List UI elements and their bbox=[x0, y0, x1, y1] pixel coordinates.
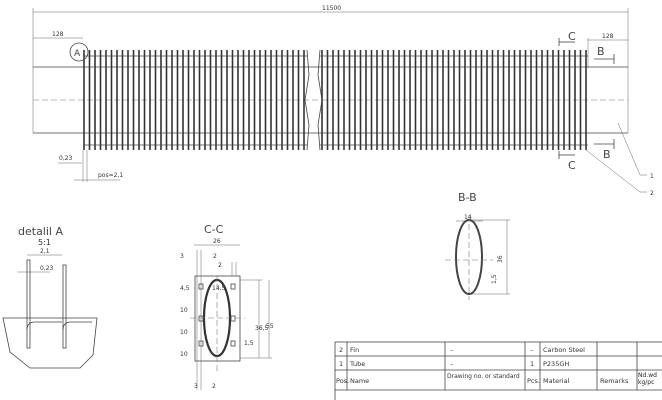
svg-text:10: 10 bbox=[180, 329, 188, 336]
svg-text:5:1: 5:1 bbox=[38, 238, 51, 247]
svg-text:Carbon Steel: Carbon Steel bbox=[543, 346, 585, 354]
svg-text:Drawing no. or standard: Drawing no. or standard bbox=[447, 373, 520, 380]
section-cc: C-C 26 3 2 2 4,5 10 10 10 1,5 36,5 55 3 … bbox=[180, 223, 274, 390]
svg-text:Material: Material bbox=[543, 377, 570, 385]
weight-header-cell: Nd.wd kg/pc bbox=[638, 372, 657, 386]
svg-text:A: A bbox=[74, 49, 81, 59]
svg-text:Fin: Fin bbox=[350, 346, 359, 354]
weight-header: Nd.wd kg/pc bbox=[638, 372, 657, 386]
svg-text:0,23: 0,23 bbox=[40, 265, 54, 272]
svg-text:3: 3 bbox=[194, 383, 198, 390]
section-b-top: B bbox=[597, 45, 605, 58]
table-row: 1 Tube – 1 P235GH bbox=[339, 360, 569, 368]
left-offset-label: 128 bbox=[52, 31, 64, 38]
fin-thickness-label: 0,23 bbox=[59, 155, 73, 162]
svg-text:36,5: 36,5 bbox=[255, 325, 269, 332]
svg-text:55: 55 bbox=[266, 323, 274, 330]
svg-text:2: 2 bbox=[218, 262, 222, 269]
fin-pitch-label: pos=2,1 bbox=[98, 172, 123, 179]
svg-text:14,5: 14,5 bbox=[212, 285, 226, 292]
svg-text:Pos.: Pos. bbox=[336, 377, 349, 385]
svg-text:Remarks: Remarks bbox=[600, 377, 629, 385]
parts-table: 2 Fin – – Carbon Steel 1 Tube – 1 P235GH… bbox=[334, 341, 662, 400]
svg-text:26: 26 bbox=[213, 238, 221, 245]
svg-text:2: 2 bbox=[212, 383, 216, 390]
detail-a-marker bbox=[69, 42, 89, 62]
svg-text:P235GH: P235GH bbox=[543, 360, 569, 368]
break-line-right bbox=[317, 49, 323, 151]
leader-2-label: 2 bbox=[650, 190, 654, 197]
svg-text:36: 36 bbox=[497, 255, 504, 263]
svg-text:Tube: Tube bbox=[349, 360, 365, 368]
svg-text:Pcs.: Pcs. bbox=[527, 377, 540, 385]
svg-text:14: 14 bbox=[464, 214, 472, 221]
fin-array bbox=[83, 50, 587, 150]
section-bb: B-B 14 36 1,5 bbox=[445, 191, 510, 300]
table-row: 2 Fin – – Carbon Steel bbox=[339, 346, 585, 354]
break-line-left bbox=[304, 49, 310, 151]
svg-text:2,1: 2,1 bbox=[40, 248, 50, 255]
table-header: Pos. Name Drawing no. or standard Pcs. M… bbox=[336, 372, 657, 386]
detail-a-title: detalil A bbox=[18, 225, 63, 238]
svg-text:1,5: 1,5 bbox=[491, 274, 498, 284]
svg-text:1: 1 bbox=[339, 360, 343, 368]
section-c-top: C bbox=[568, 30, 576, 43]
right-offset-label: 128 bbox=[602, 33, 614, 40]
section-b-bottom: B bbox=[603, 148, 611, 161]
svg-text:–: – bbox=[450, 346, 453, 354]
svg-text:10: 10 bbox=[180, 351, 188, 358]
svg-text:10: 10 bbox=[180, 307, 188, 314]
svg-text:2: 2 bbox=[339, 346, 343, 354]
svg-text:1,5: 1,5 bbox=[244, 340, 254, 347]
leader-1-label: 1 bbox=[650, 173, 654, 180]
section-c-bottom: C bbox=[568, 159, 576, 172]
section-bb-title: B-B bbox=[458, 191, 477, 204]
svg-text:–: – bbox=[450, 360, 453, 368]
svg-text:3: 3 bbox=[180, 253, 184, 260]
overall-length-label: 11500 bbox=[322, 5, 341, 12]
svg-text:–: – bbox=[530, 346, 533, 354]
svg-text:4,5: 4,5 bbox=[180, 285, 190, 292]
svg-text:2: 2 bbox=[213, 253, 217, 260]
detail-a: detalil A 5:1 2,1 0,23 bbox=[2, 225, 98, 369]
svg-text:1: 1 bbox=[530, 360, 534, 368]
main-view: 11500 128 128 A C C B B 1 2 0,23 pos=2,1 bbox=[32, 5, 654, 197]
svg-text:Name: Name bbox=[350, 377, 369, 385]
section-cc-title: C-C bbox=[204, 223, 224, 236]
